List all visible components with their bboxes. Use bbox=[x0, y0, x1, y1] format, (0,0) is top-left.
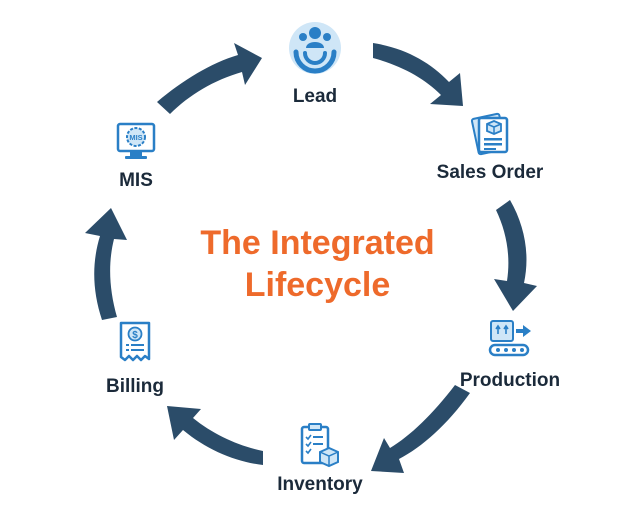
title-line-2: Lifecycle bbox=[244, 266, 391, 304]
stage-label: Lead bbox=[292, 86, 338, 107]
stage-billing: $ Billing bbox=[95, 320, 175, 398]
stage-lead: Lead bbox=[270, 20, 360, 108]
stage-sales-order: Sales Order bbox=[425, 110, 555, 184]
stage-production: Production bbox=[450, 318, 570, 392]
stage-label: MIS bbox=[119, 170, 153, 191]
stage-label: Sales Order bbox=[436, 162, 544, 183]
arrow-mis-to-lead bbox=[157, 43, 262, 114]
stage-label: Inventory bbox=[277, 474, 363, 495]
stage-inventory: Inventory bbox=[265, 422, 375, 496]
diagram-title: The Integrated Lifecycle bbox=[150, 222, 485, 306]
arrow-production-to-inventory bbox=[371, 385, 470, 473]
arrow-sales-order-to-production bbox=[494, 200, 537, 311]
billing-icon: $ bbox=[119, 321, 151, 362]
arrow-lead-to-sales-order bbox=[373, 43, 463, 106]
mis-icon-text: MIS bbox=[129, 133, 142, 142]
production-icon bbox=[488, 320, 531, 357]
stage-label: Production bbox=[459, 370, 561, 391]
arrow-inventory-to-billing bbox=[167, 406, 263, 465]
lead-icon bbox=[289, 22, 341, 74]
sales-order-icon bbox=[470, 112, 509, 156]
stage-mis: MIS MIS bbox=[98, 120, 174, 192]
inventory-icon bbox=[300, 423, 339, 468]
mis-icon: MIS bbox=[116, 122, 156, 159]
arrow-billing-to-mis bbox=[85, 208, 127, 320]
title-line-1: The Integrated bbox=[200, 224, 435, 262]
stage-label: Billing bbox=[105, 376, 165, 397]
currency-symbol: $ bbox=[132, 330, 138, 341]
